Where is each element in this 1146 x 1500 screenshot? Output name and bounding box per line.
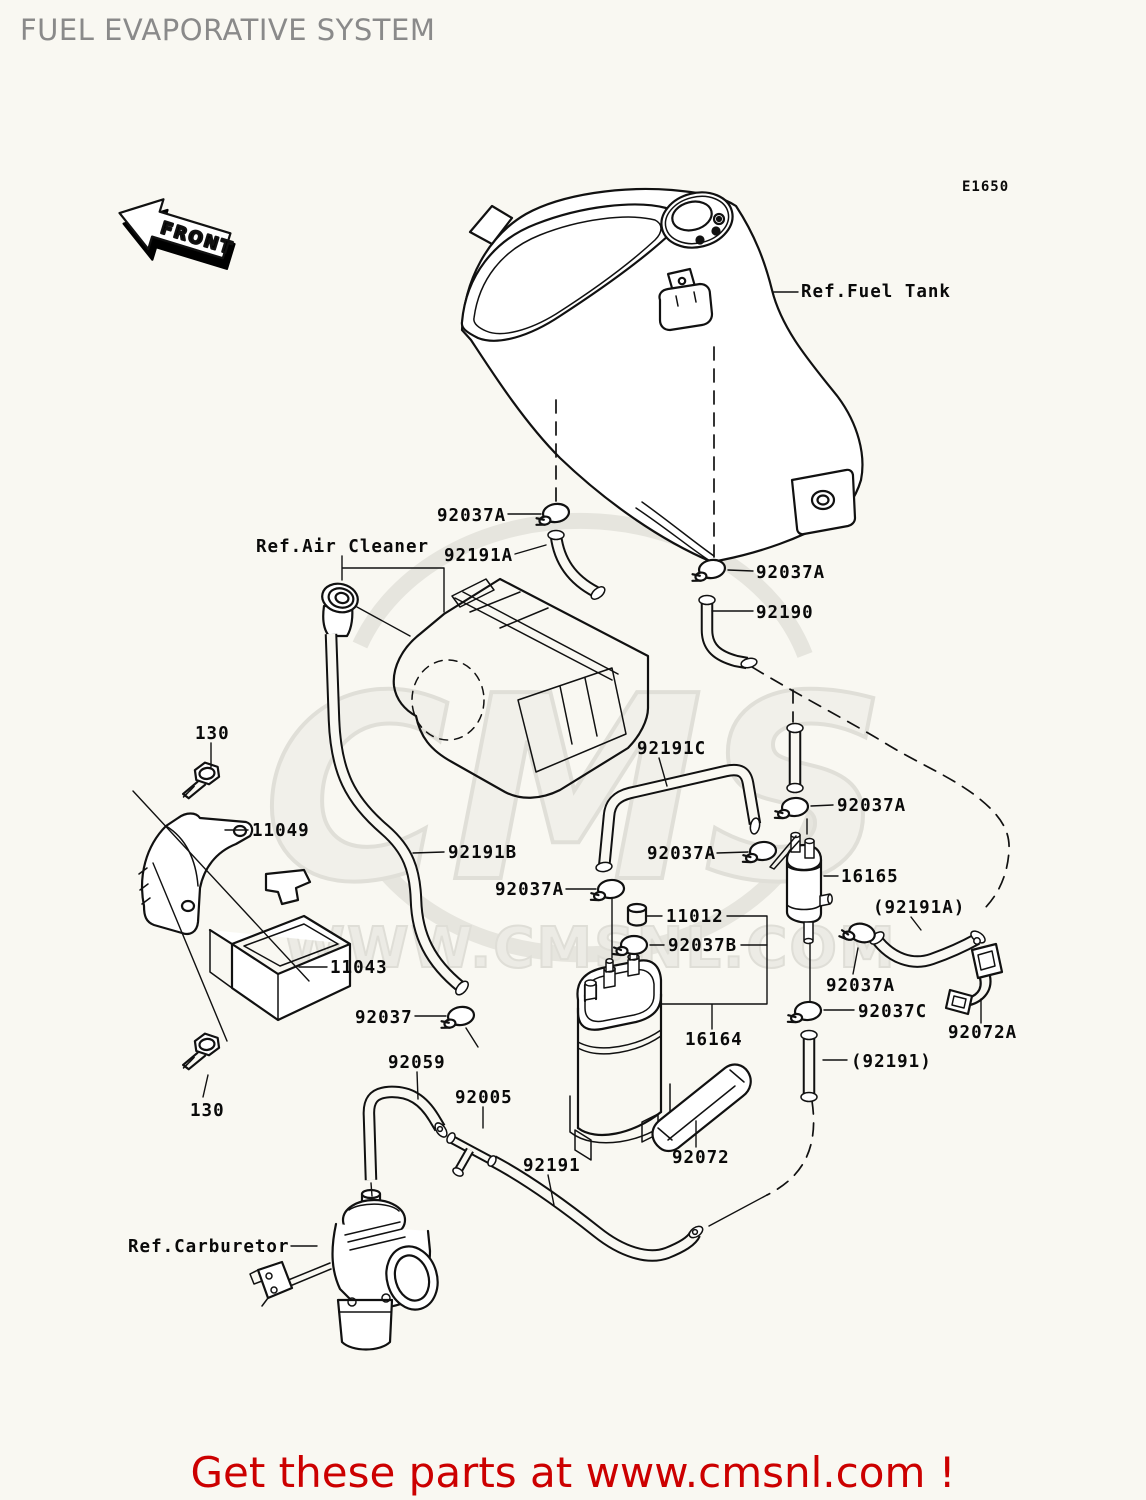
vent-tube-92191 — [800, 1029, 818, 1103]
part-label-16164: 16164 — [685, 1030, 743, 1050]
part-label-130-bottom: 130 — [190, 1101, 225, 1121]
part-label-92037a-3: 92037A — [837, 796, 906, 816]
hose-92059 — [362, 1085, 448, 1181]
hose-92191c — [595, 763, 762, 873]
part-label-92072a: 92072A — [948, 1023, 1017, 1043]
bracket-11043-drawing — [208, 868, 352, 1022]
part-label-92037a-6: 92037A — [826, 976, 895, 996]
hose-92191-long — [490, 1155, 704, 1262]
vent-tube-upper — [786, 722, 804, 794]
part-label-92191b: 92191B — [448, 843, 517, 863]
hose-92190 — [698, 594, 758, 670]
part-label-92037: 92037 — [355, 1008, 413, 1028]
ref-label-carburetor: Ref.Carburetor — [128, 1237, 290, 1257]
t-fitting-92005 — [446, 1132, 497, 1177]
part-label-92005: 92005 — [455, 1088, 513, 1108]
hose-92191a-lower — [869, 930, 986, 968]
bolt-130-icon-bottom — [178, 1030, 223, 1072]
part-label-130-top: 130 — [195, 724, 230, 744]
part-label-92037c: 92037C — [858, 1002, 927, 1022]
part-label-92059: 92059 — [388, 1053, 446, 1073]
fuel-tank-drawing — [460, 187, 864, 564]
separator-16165-drawing — [769, 831, 833, 945]
leader-lines — [132, 291, 982, 1247]
ref-label-air-cleaner: Ref.Air Cleaner — [256, 537, 429, 557]
ref-label-fuel-tank: Ref.Fuel Tank — [801, 282, 951, 302]
part-label-92191: 92191 — [523, 1156, 581, 1176]
part-label-92037a-2: 92037A — [756, 563, 825, 583]
watermark-site: WWW.CMSNL.COM — [283, 916, 896, 981]
part-label-92037a-1: 92037A — [437, 506, 506, 526]
footer-shop-link[interactable]: Get these parts at www.cmsnl.com ! — [190, 1448, 955, 1497]
part-label-92072: 92072 — [672, 1148, 730, 1168]
part-label-11043: 11043 — [330, 958, 388, 978]
carburetor-drawing — [249, 1188, 439, 1351]
part-label-16165: 16165 — [841, 867, 899, 887]
part-label-92037b: 92037B — [668, 936, 737, 956]
stay-92072a-drawing — [944, 942, 1004, 1016]
part-label-92037a-5: 92037A — [495, 880, 564, 900]
part-label-92191c: 92191C — [637, 739, 706, 759]
part-label-92191a-alt: (92191A) — [873, 898, 965, 918]
part-label-92037a-4: 92037A — [647, 844, 716, 864]
part-label-92191a: 92191A — [444, 546, 513, 566]
part-label-92191-alt: (92191) — [851, 1052, 932, 1072]
part-label-11012: 11012 — [666, 907, 724, 927]
canister-16164-drawing — [569, 946, 671, 1161]
clamp-92037-icon — [437, 1004, 477, 1030]
page-title: FUEL EVAPORATIVE SYSTEM — [20, 13, 435, 47]
bolt-130-icon-top — [178, 759, 223, 801]
clamp-92037c-icon — [785, 999, 823, 1024]
cms-watermark: CMS WWW.CMSNL.COM — [261, 512, 896, 982]
clamp-92037a-icon-2 — [688, 557, 728, 583]
bracket-11049-drawing — [138, 812, 254, 936]
hidden-routing-lines — [555, 346, 1010, 1227]
strap-92072-drawing — [651, 1063, 752, 1153]
part-label-92190: 92190 — [756, 603, 814, 623]
hose-92191a — [547, 529, 606, 600]
part-label-11049: 11049 — [252, 821, 310, 841]
diagram-code: E1650 — [962, 179, 1009, 195]
watermark-brand: CMS — [263, 642, 888, 939]
air-cleaner-drawing — [321, 577, 650, 799]
front-arrow-icon: FRONT — [118, 198, 237, 270]
hose-92191b — [324, 633, 469, 996]
